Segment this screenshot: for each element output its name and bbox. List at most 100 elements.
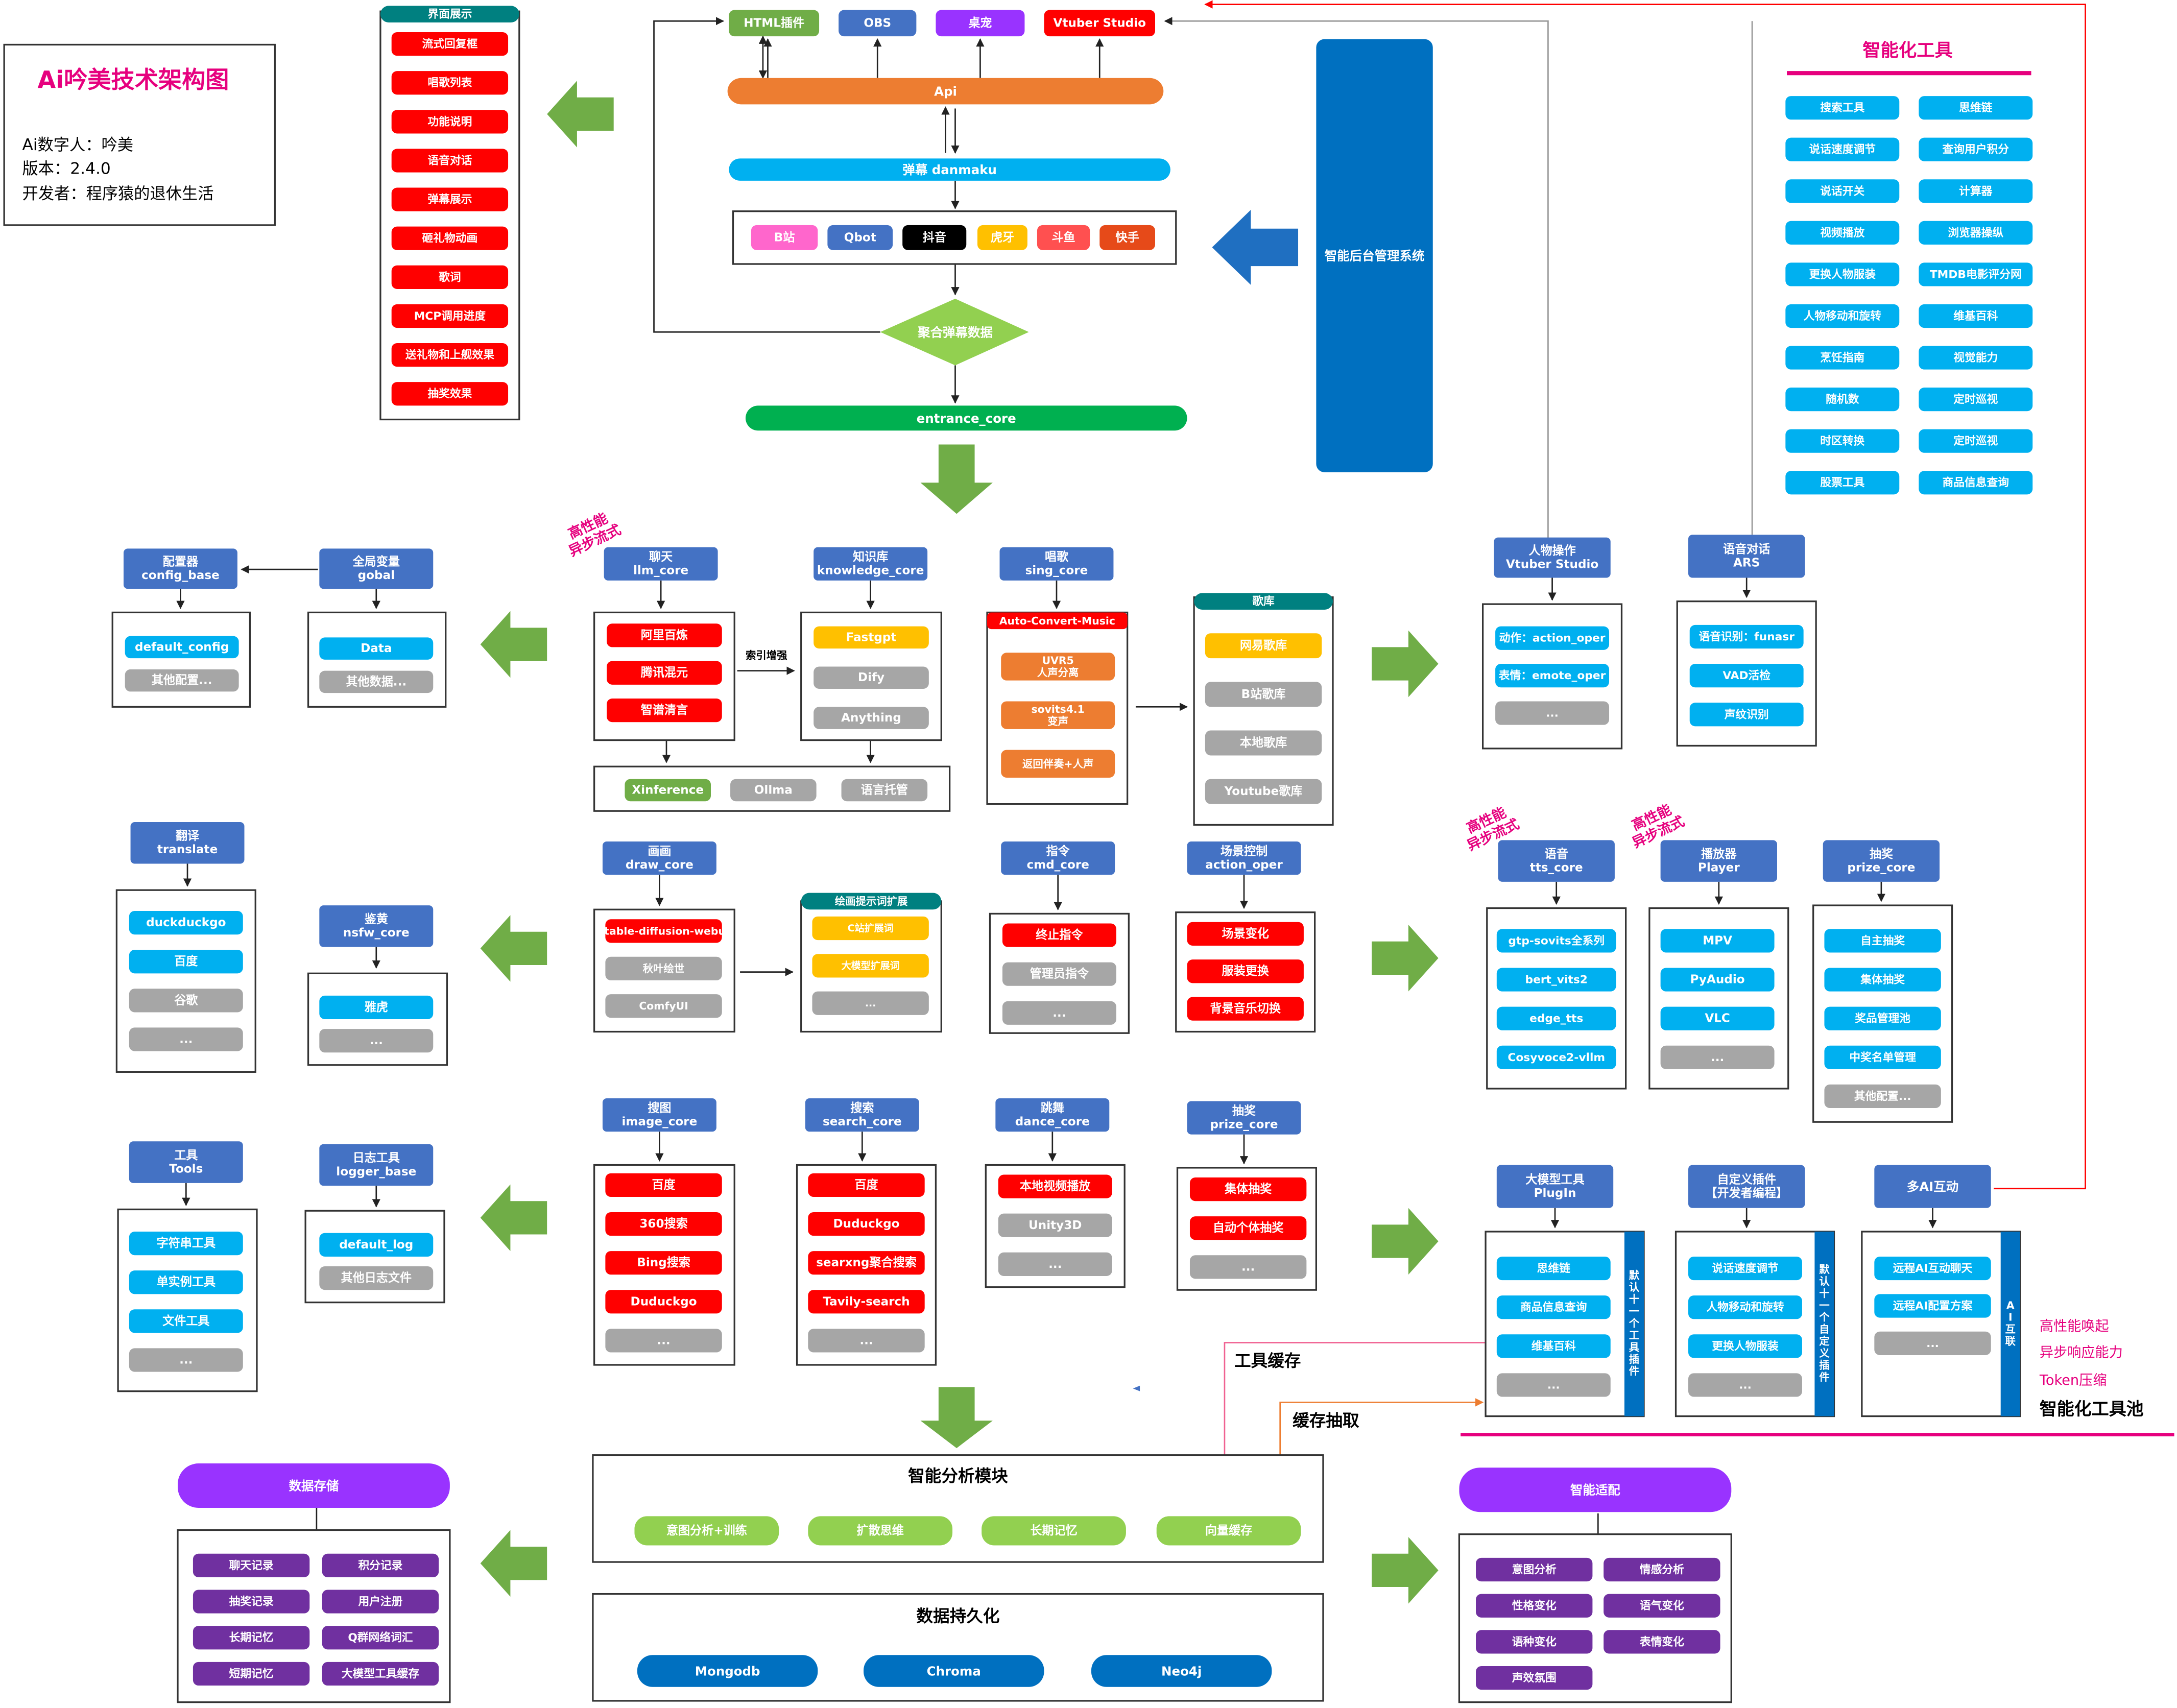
dance-item-0-text: 本地视频播放: [1020, 1180, 1091, 1193]
player-item-0: [1660, 929, 1775, 953]
platform-4: [1037, 225, 1090, 250]
translate-item-0: [129, 910, 243, 935]
tts-header: [1498, 840, 1615, 882]
tts-item-1-text: bert_vits2: [1525, 973, 1588, 986]
multiai-item-2: [1874, 1331, 1991, 1355]
cmd-item-2: [1002, 1001, 1116, 1025]
analysis-item-0-text: 意图分析+训练: [666, 1524, 747, 1537]
dance-item-0: [998, 1174, 1112, 1198]
action-header: [1187, 841, 1301, 875]
search-item-2-text: searxng聚合搜索: [816, 1256, 917, 1269]
search-item-2: [808, 1251, 925, 1275]
multiai-top-line: [1204, 0, 2086, 1190]
analysis-item-1: [808, 1516, 953, 1546]
draw-item-1-text: 秋叶绘世: [643, 963, 685, 975]
prize-m-item-1-text: 自动个体抽奖: [1213, 1221, 1284, 1235]
plugin-item-0: [1496, 1256, 1611, 1281]
pool-line-3: Token压缩: [2039, 1372, 2107, 1388]
display-item-8-text: 送礼物和上舰效果: [405, 348, 494, 362]
drawprompt-item-2: [812, 991, 929, 1015]
plugin-2-text: 桌宠: [968, 16, 992, 30]
adapt-item-1: [1604, 1557, 1720, 1582]
tools-item-1: [129, 1270, 243, 1294]
dance-item-2-text: ...: [1048, 1258, 1062, 1271]
analysis-title: 智能分析模块: [908, 1466, 1008, 1486]
plugin-3: [1044, 10, 1155, 37]
prize-m-header: [1187, 1101, 1301, 1135]
platform-2: [902, 225, 967, 250]
display-item-7: [391, 304, 509, 328]
backend-system: [1316, 39, 1433, 472]
storage-item-2: [193, 1590, 310, 1614]
pool-title: 智能化工具池: [2040, 1399, 2144, 1420]
draw-item-2-text: ComfyUI: [639, 1000, 688, 1012]
storage-item-4-text: 长期记忆: [229, 1631, 274, 1644]
platform-2-text: 抖音: [923, 230, 946, 244]
adapt-item-2-text: 性格变化: [1512, 1599, 1557, 1612]
dance-item-1-text: Unity3D: [1028, 1219, 1082, 1232]
plugin-side-bar: [1624, 1232, 1644, 1416]
draw-item-1: [605, 956, 722, 980]
tool-item-4-text: 说话开关: [1820, 184, 1864, 198]
prize-m-item-2-text: ...: [1241, 1260, 1255, 1273]
diagram-labels: 界面展示流式回复框唱歌列表功能说明语音对话弹幕展示砸礼物动画歌词MCP调用进度送…: [135, 8, 2144, 1684]
sing-sub-text: Auto-Convert-Music: [999, 615, 1115, 627]
display-item-1: [391, 71, 509, 95]
connector-lines: [176, 0, 2086, 1552]
draw-item-0: [605, 919, 722, 943]
prize-r-item-1-text: 集体抽奖: [1860, 973, 1905, 986]
sing-item-0: [1001, 653, 1115, 681]
draw-item-0-text: stable-diffusion-webui: [598, 925, 729, 937]
vtuber-item-1-text: 表情：emote_oper: [1499, 669, 1606, 682]
tool-item-0-text: 搜索工具: [1820, 102, 1864, 114]
logger-item-1: [319, 1266, 434, 1290]
logger-item-0: [319, 1233, 434, 1257]
tool-item-9: [1919, 262, 2033, 286]
cache-fetch-label: 缓存抽取: [1293, 1411, 1359, 1430]
analysis-item-0: [634, 1516, 779, 1546]
tools-item-3-text: ...: [179, 1353, 193, 1366]
display-item-8: [391, 343, 509, 367]
songlib-item-1-text: B站歌库: [1241, 687, 1286, 701]
vtuber-item-1: [1495, 664, 1610, 688]
display-item-0-text: 流式回复框: [422, 37, 478, 51]
cmd-item-0: [1002, 923, 1116, 947]
storage-item-4: [193, 1626, 310, 1650]
danmaku-bar: [729, 158, 1170, 181]
tool-item-7: [1919, 221, 2033, 245]
adapt-item-0: [1476, 1557, 1593, 1582]
display-title-text: 界面展示: [427, 8, 472, 20]
tool-item-16-text: 时区转换: [1820, 434, 1864, 447]
storage-item-1: [322, 1553, 439, 1577]
persist-title: 数据持久化: [916, 1606, 999, 1626]
multiai-item-1-text: 远程AI配置方案: [1893, 1299, 1973, 1312]
sing-item-2-text: 返回伴奏+人声: [1022, 758, 1093, 770]
global-item-1: [319, 670, 434, 693]
prize-r-item-2-text: 奖品管理池: [1855, 1012, 1910, 1025]
tool-item-17-text: 定时巡视: [1953, 434, 1998, 447]
global-item-0-text: Data: [361, 642, 392, 655]
diagram-title: Ai吟美技术架构图: [37, 66, 229, 93]
multiai-header-text: 多AI互动: [1907, 1179, 1958, 1194]
display-item-5-text: 砸礼物动画: [422, 231, 478, 245]
tts-item-2: [1496, 1006, 1616, 1030]
action-item-0-text: 场景变化: [1222, 927, 1269, 941]
tool-item-0: [1785, 96, 1900, 120]
display-item-0: [391, 32, 509, 56]
songlib-title: [1194, 593, 1333, 610]
display-item-9-text: 抽奖效果: [427, 387, 472, 400]
nsfw-item-1: [319, 1029, 434, 1053]
tool-item-14-text: 随机数: [1826, 393, 1859, 406]
row1-left-arrow: [480, 611, 547, 678]
row3-left-arrow: [480, 1184, 547, 1252]
tool-item-10-text: 人物移动和旋转: [1804, 309, 1882, 322]
config-header: [123, 548, 237, 589]
row3-right-arrow: [1372, 1208, 1439, 1275]
analysis-item-2-text: 长期记忆: [1030, 1524, 1077, 1537]
analysis-item-3-text: 向量缓存: [1205, 1524, 1252, 1537]
plugin-item-1: [1496, 1295, 1611, 1319]
llm-bottom-2-text: 语言托管: [861, 783, 908, 797]
